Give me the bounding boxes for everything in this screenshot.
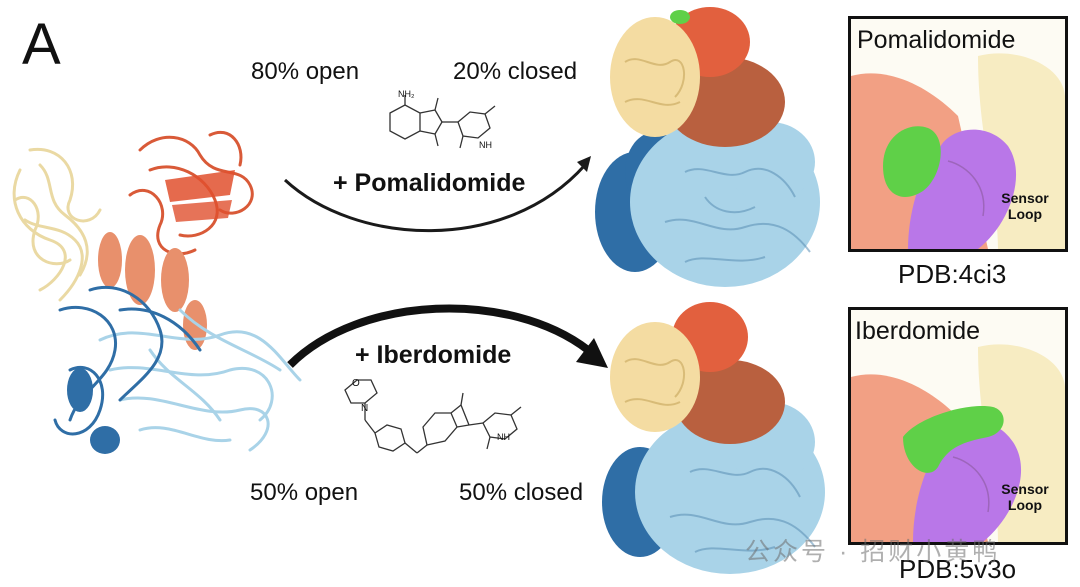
bottom-sensor-loop-label: Sensor Loop [990,481,1060,513]
morpholine-o-label: O [352,378,360,389]
bottom-density-map-image [602,302,825,574]
top-nh-label: NH [479,140,492,150]
top-arrow [283,156,591,233]
watermark: 公众号 · 招财小黄鸭 [745,538,1001,566]
top-sensor-label: Sensor [1001,190,1049,206]
ribbon-structure-image [12,130,302,454]
top-loop-label: Loop [1007,206,1043,223]
top-density-map-image [595,7,820,287]
pomalidomide-label: + Pomalidomide [333,169,526,197]
bottom-closed-label: 50% closed [459,479,584,506]
iberdomide-structure [344,379,522,454]
nh2-label: NH₂ [398,89,415,99]
bottom-open-label: 50% open [250,479,359,506]
bottom-loop-label: Loop [1007,497,1043,514]
pomalidomide-structure [389,95,496,149]
morpholine-n-label: N [361,403,369,414]
bottom-pdb-label: PDB:5v3o [899,554,1017,584]
top-inset-image [848,16,1068,252]
bottom-inset-image [848,307,1068,545]
bottom-sensor-label: Sensor [1001,481,1049,497]
bottom-arrow [287,304,608,368]
bottom-inset-title: Iberdomide [855,317,981,345]
top-sensor-loop-label: Sensor Loop [990,190,1060,222]
top-open-label: 80% open [251,58,360,85]
top-pdb-label: PDB:4ci3 [898,259,1007,289]
top-inset-title: Pomalidomide [857,26,1016,54]
iberdomide-label: + Iberdomide [355,341,512,369]
top-closed-label: 20% closed [453,58,578,85]
bottom-nh-label: NH [497,432,510,442]
panel-letter: A [22,12,61,77]
